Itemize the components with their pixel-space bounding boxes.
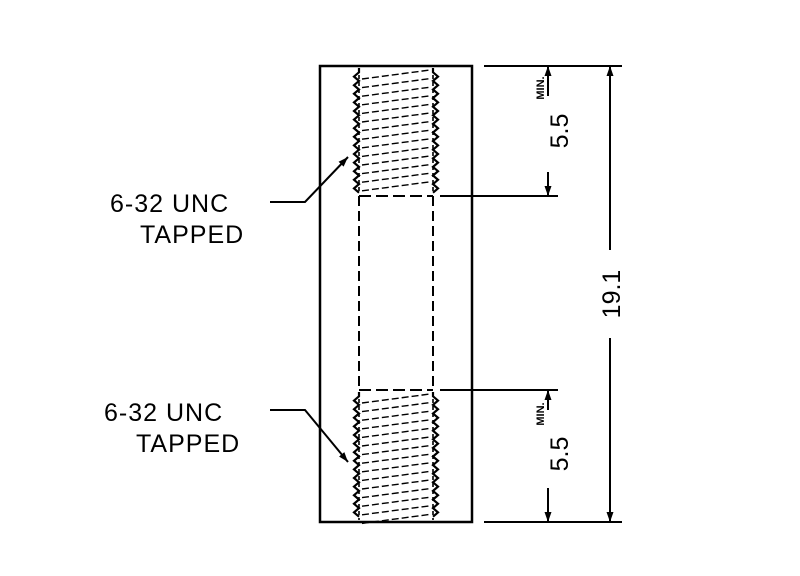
thread-crest-line xyxy=(361,436,431,447)
thread-crest-line xyxy=(361,419,431,430)
thread-crest-line xyxy=(361,181,431,192)
thread-crest-line xyxy=(361,77,431,89)
lower-callout-line1: 6-32 UNC xyxy=(104,399,223,427)
thread-crest-line xyxy=(361,95,431,106)
thread-crest-line xyxy=(361,462,431,473)
thread-crest-line xyxy=(361,410,431,421)
upper-callout-line1: 6-32 UNC xyxy=(110,190,229,218)
thread-crest-line xyxy=(361,487,431,499)
bore-lines xyxy=(358,195,434,391)
thread-crest-line xyxy=(361,401,431,413)
thread-crest-line xyxy=(361,155,431,166)
thread-crest-line xyxy=(361,69,431,80)
thread-profile-left xyxy=(352,68,361,194)
thread-crest-line xyxy=(361,86,431,97)
thread-crest-line xyxy=(361,172,431,183)
lower-callout-line2: TAPPED xyxy=(136,430,240,458)
lower-thread-section xyxy=(352,392,440,525)
dimension-lines xyxy=(544,66,614,522)
thread-profile-right xyxy=(431,68,440,194)
thread-crest-line xyxy=(361,513,431,525)
upper-thread-section xyxy=(352,68,440,194)
thread-crest-line xyxy=(361,444,431,456)
thread-profile-right xyxy=(431,392,440,518)
thread-crest-line xyxy=(361,138,431,149)
callout-leaders xyxy=(270,156,349,463)
thread-crest-line xyxy=(361,112,431,123)
thread-crest-line xyxy=(361,496,431,507)
thread-crest-line xyxy=(361,120,431,132)
thread-crest-line xyxy=(361,103,431,115)
thread-crest-line xyxy=(361,505,431,516)
lower-depth-qualifier: MIN. xyxy=(535,402,547,425)
thread-crest-line xyxy=(361,453,431,464)
thread-crest-line xyxy=(361,427,431,439)
thread-crest-line xyxy=(361,479,431,490)
thread-crest-line xyxy=(361,393,431,404)
lower-depth-value: 5.5 xyxy=(546,437,574,472)
extension-lines xyxy=(440,65,622,523)
thread-crest-line xyxy=(361,470,431,482)
thread-crest-line xyxy=(361,129,431,140)
upper-callout-line2: TAPPED xyxy=(140,221,244,249)
standoff-body xyxy=(318,64,474,524)
upper-depth-value: 5.5 xyxy=(546,114,574,149)
thread-crest-line xyxy=(361,163,431,175)
overall-length-value: 19.1 xyxy=(598,270,626,319)
thread-crest-line xyxy=(361,146,431,158)
upper-depth-qualifier: MIN. xyxy=(535,76,547,99)
thread-profile-left xyxy=(352,392,361,518)
